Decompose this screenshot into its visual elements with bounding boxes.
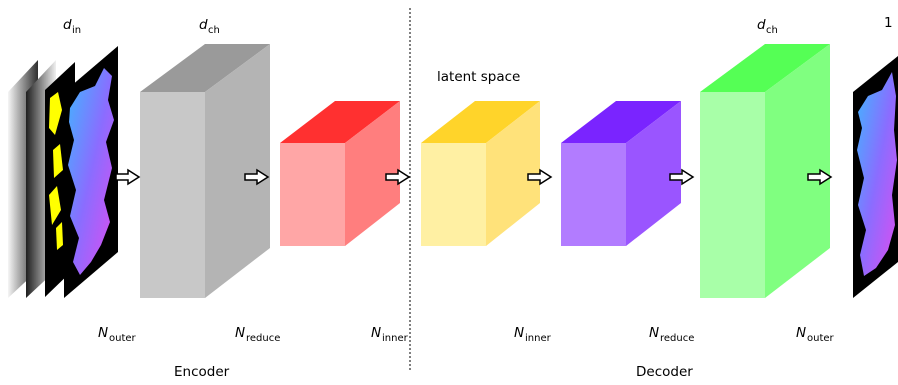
svg-text:ch: ch: [208, 25, 220, 36]
svg-text:d: d: [757, 17, 766, 33]
input-image-stack: [8, 46, 118, 298]
svg-text:d: d: [199, 17, 208, 33]
label-d-in: d in: [63, 17, 81, 36]
label-output-channels: 1: [884, 15, 893, 31]
arrow-6: [807, 168, 833, 186]
reduce-block-side: [345, 101, 400, 246]
encoder-block-side: [205, 44, 270, 298]
green-block-side: [765, 44, 830, 298]
label-n-inner-encoder: N inner: [371, 325, 409, 344]
output-image: [853, 56, 898, 298]
svg-text:N: N: [796, 325, 806, 341]
svg-text:in: in: [72, 25, 81, 36]
output-color-features: [857, 72, 897, 276]
input-color-features: [68, 68, 114, 275]
svg-text:ch: ch: [766, 25, 778, 36]
svg-text:N: N: [514, 325, 524, 341]
svg-text:outer: outer: [109, 333, 137, 344]
purple-block-front: [561, 143, 626, 246]
svg-text:d: d: [63, 17, 72, 33]
latent-block: [421, 101, 540, 246]
svg-text:N: N: [98, 325, 108, 341]
latent-block-side: [486, 101, 540, 246]
label-n-outer-encoder: N outer: [98, 325, 137, 344]
svg-text:outer: outer: [807, 333, 835, 344]
arrow-3: [385, 168, 411, 186]
encoder-reduce-block: [280, 101, 400, 246]
purple-block-top: [561, 101, 681, 143]
arrow-4: [527, 168, 553, 186]
purple-block-side: [626, 101, 681, 246]
decoder-reduce-block: [561, 101, 681, 246]
green-block-top: [700, 44, 830, 92]
svg-text:N: N: [371, 325, 381, 341]
reduce-block-front: [280, 143, 345, 246]
label-d-ch-encoder: d ch: [199, 17, 220, 36]
arrow-5: [669, 168, 695, 186]
svg-text:reduce: reduce: [246, 333, 280, 344]
label-latent-space: latent space: [437, 69, 520, 85]
svg-text:inner: inner: [525, 333, 552, 344]
latent-block-top: [421, 101, 540, 143]
encoder-block-top: [140, 44, 270, 92]
encoder-block: [140, 44, 270, 298]
arrow-2: [244, 168, 270, 186]
green-block-front: [700, 92, 765, 298]
label-encoder: Encoder: [174, 364, 230, 380]
yellow-feature-blobs: [49, 92, 63, 250]
label-n-reduce-decoder: N reduce: [649, 325, 694, 344]
label-n-inner-decoder: N inner: [514, 325, 552, 344]
reduce-block-top: [280, 101, 400, 143]
label-decoder: Decoder: [636, 364, 693, 380]
arrow-1: [115, 168, 141, 186]
encoder-block-front: [140, 92, 205, 298]
svg-text:N: N: [649, 325, 659, 341]
label-d-ch-decoder: d ch: [757, 17, 778, 36]
svg-text:reduce: reduce: [660, 333, 694, 344]
label-n-reduce-encoder: N reduce: [235, 325, 280, 344]
label-n-outer-decoder: N outer: [796, 325, 835, 344]
svg-text:inner: inner: [382, 333, 409, 344]
latent-block-front: [421, 143, 486, 246]
decoder-block: [700, 44, 830, 298]
svg-text:N: N: [235, 325, 245, 341]
